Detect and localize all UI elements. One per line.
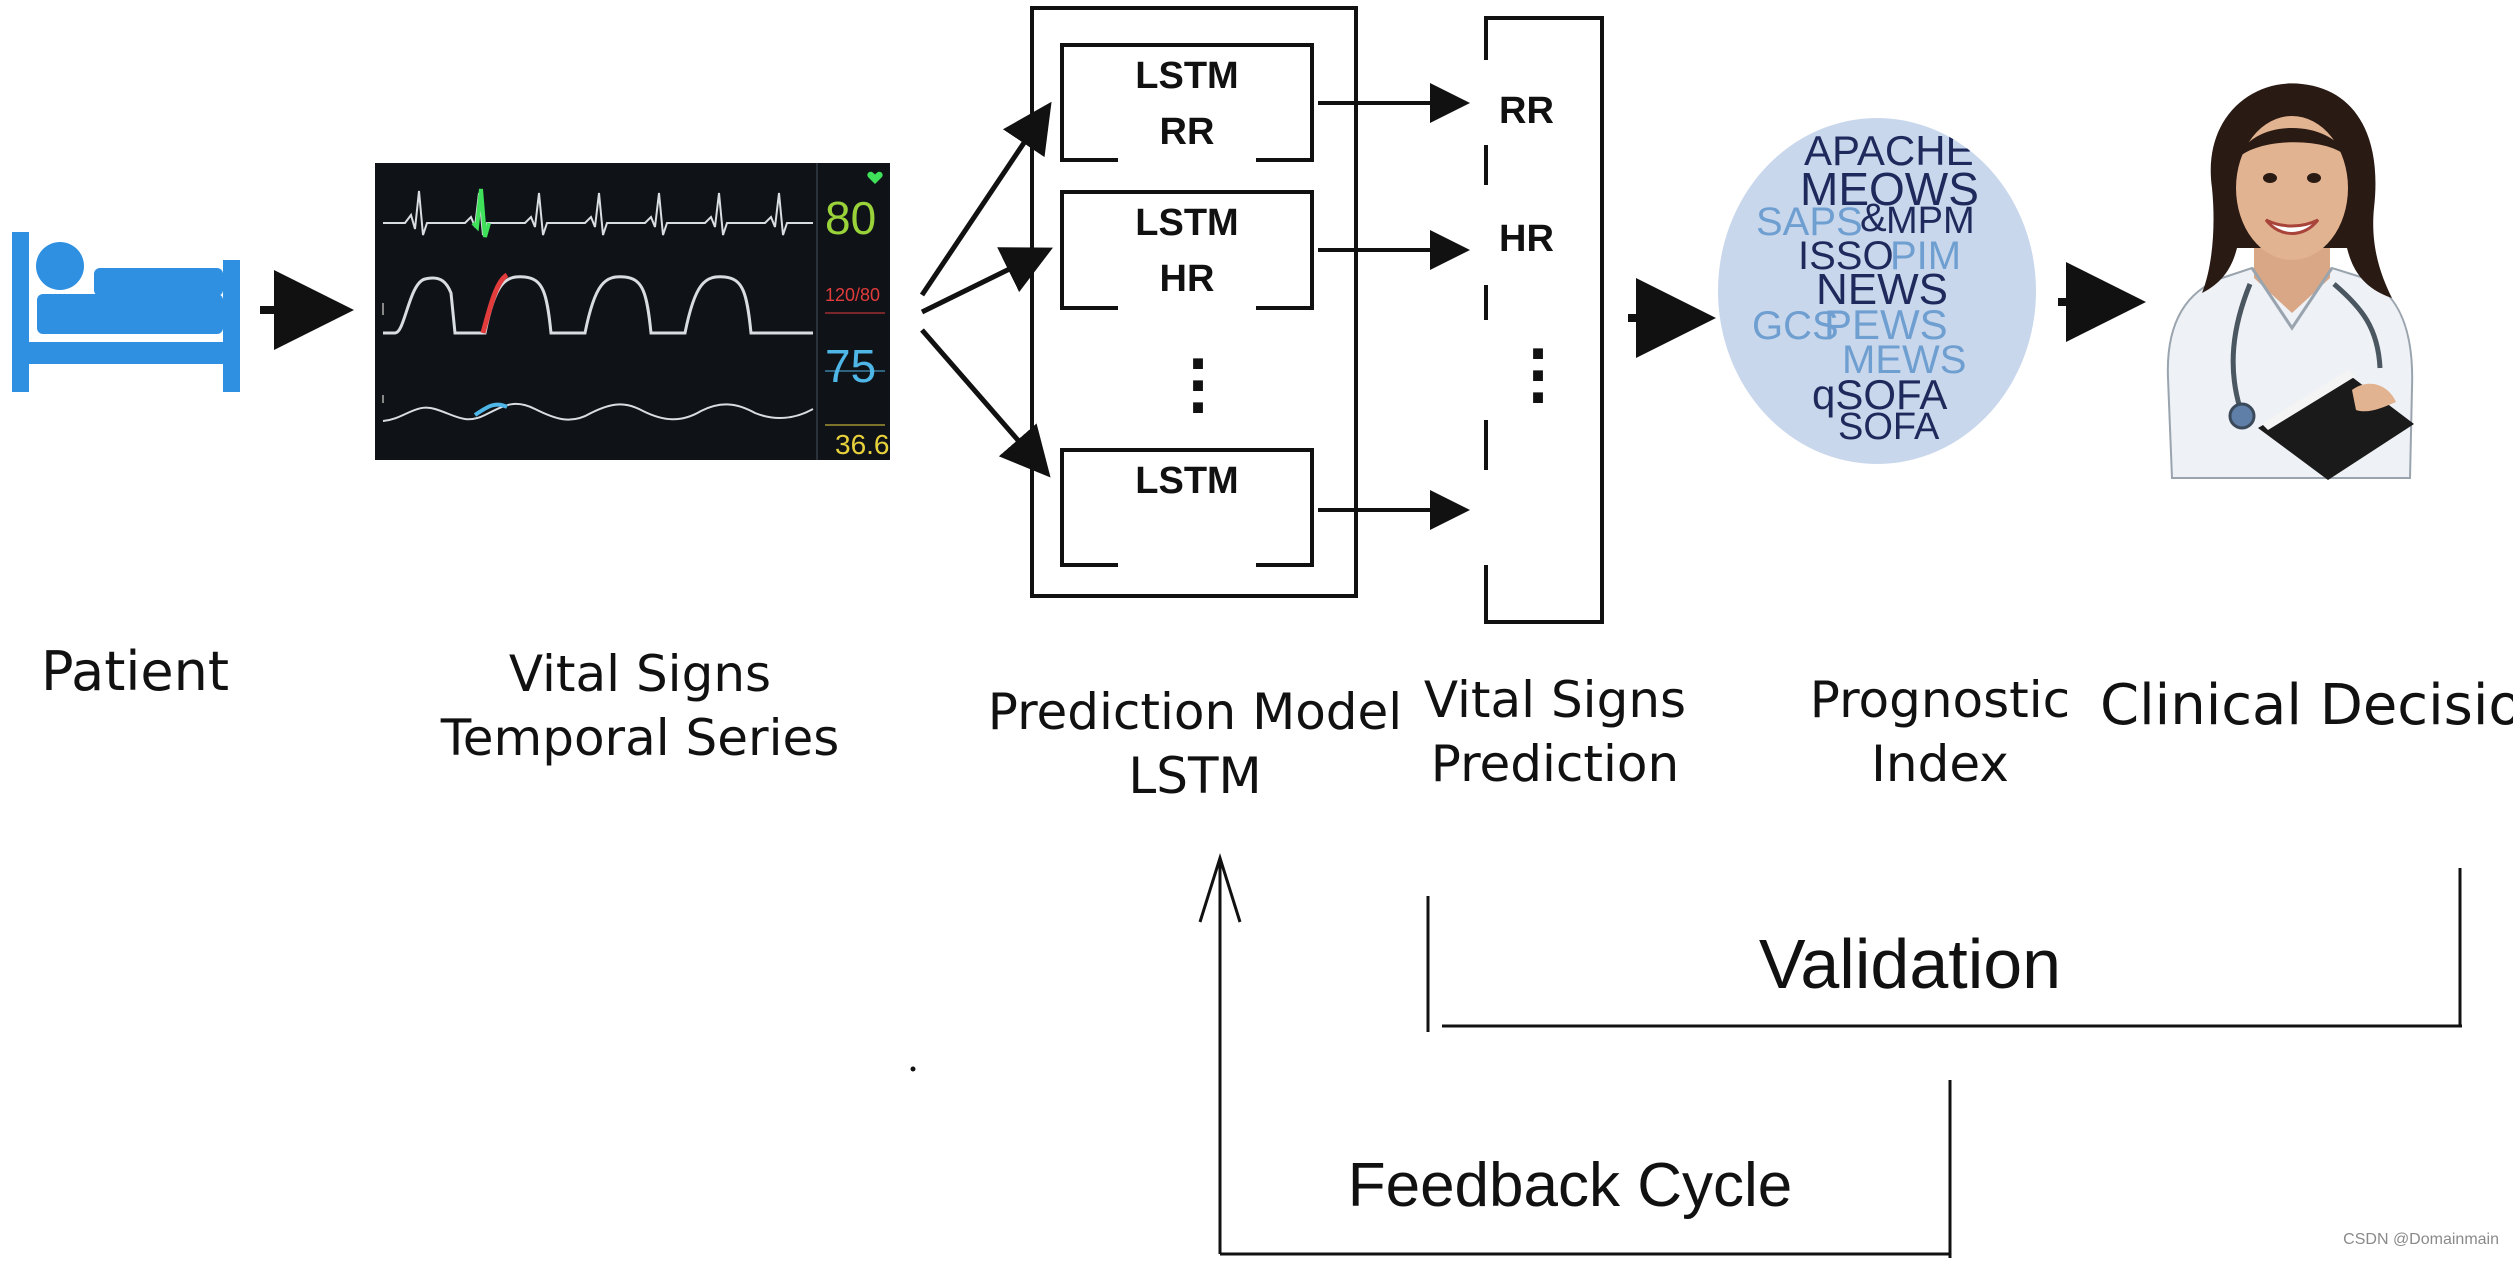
monitor-spo2-reading: 75: [825, 340, 877, 392]
validation-bracket: [1426, 868, 2462, 1032]
prognostic-index-word-cloud: APACHE MEOWS SAPS & MPM ISSO PIM NEWS GC…: [1718, 118, 2036, 464]
label-prognostic-index-line2: Index: [1871, 735, 2009, 793]
index-word-saps: SAPS: [1756, 200, 1863, 244]
lstm-box-rr-title: LSTM: [1135, 55, 1239, 97]
label-prediction-model-line1: Prediction Model: [987, 683, 1403, 741]
index-word-pews: PEWS: [1824, 301, 1948, 348]
index-word-sofa: SOFA: [1838, 406, 1940, 448]
label-vital-signs-prediction-line2: Prediction: [1430, 735, 1680, 793]
index-word-pim: PIM: [1890, 234, 1962, 278]
prediction-ellipsis: ···: [1527, 322, 1549, 431]
index-word-mpm: MPM: [1886, 200, 1975, 242]
stray-dot: [910, 1066, 916, 1072]
lstm-box-hr-signal: HR: [1159, 258, 1215, 300]
lstm-box-hr-frame: [1060, 190, 1314, 310]
index-word-isso: ISSO: [1798, 234, 1894, 278]
vital-signs-monitor: 80 120/80 75 36.6: [375, 163, 890, 460]
heart-icon: [867, 171, 883, 184]
lstm-box-hr: LSTM HR: [1062, 192, 1312, 308]
label-vital-signs-prediction-line1: Vital Signs: [1423, 671, 1687, 729]
label-vital-signs-series-line2: Temporal Series: [440, 709, 840, 767]
prediction-hr: HR: [1499, 218, 1554, 260]
arrow-fan-to-lstm-rr: [919, 101, 1052, 297]
label-prognostic-index: Prognostic Index: [1750, 668, 2130, 796]
label-vital-signs-series: Vital Signs Temporal Series: [420, 642, 860, 770]
prediction-bracket: [1484, 16, 1604, 624]
lstm-box-n-title: LSTM: [1135, 460, 1239, 502]
hospital-bed-icon: [12, 232, 240, 392]
index-word-news: NEWS: [1816, 265, 1948, 314]
label-prediction-model-line2: LSTM: [1128, 747, 1262, 805]
index-word-meows: MEOWS: [1800, 163, 1979, 215]
label-prognostic-index-line1: Prognostic: [1809, 671, 2071, 729]
label-feedback-cycle: Feedback Cycle: [1347, 1151, 1793, 1220]
prediction-rr: RR: [1499, 90, 1554, 132]
feedback-loop: [1198, 852, 1952, 1258]
lstm-box-hr-title: LSTM: [1135, 202, 1239, 244]
lstm-box-rr-frame: [1060, 43, 1314, 162]
index-word-apache: APACHE: [1804, 127, 1974, 174]
arrow-fan-to-lstm-hr: [920, 247, 1053, 315]
lstm-ellipsis: ···: [1187, 332, 1209, 441]
index-word-qsofa: qSOFA: [1812, 371, 1948, 418]
lstm-box-n-frame: [1060, 448, 1314, 567]
doctor-illustration: [2166, 83, 2414, 480]
lstm-box-rr-signal: RR: [1159, 111, 1215, 153]
index-word-ampersand: &: [1860, 196, 1887, 240]
lstm-box-rr: LSTM RR: [1062, 45, 1312, 160]
prediction-model-frame: [1030, 6, 1358, 598]
label-vital-signs-prediction: Vital Signs Prediction: [1410, 668, 1700, 796]
index-word-gcs: GCS: [1752, 304, 1839, 348]
label-patient: Patient: [40, 640, 230, 703]
label-validation: Validation: [1758, 925, 2062, 1003]
label-vital-signs-series-line1: Vital Signs: [508, 645, 772, 703]
index-word-mews: MEWS: [1842, 338, 1967, 382]
monitor-hr-reading: 80: [825, 192, 877, 244]
monitor-temp-reading: 36.6: [835, 429, 890, 460]
arrow-fan-to-lstm-n: [920, 328, 1051, 478]
lstm-box-n: LSTM: [1062, 450, 1312, 565]
label-prediction-model: Prediction Model LSTM: [985, 680, 1405, 808]
watermark: CSDN @Domainmain: [2343, 1231, 2499, 1248]
monitor-bp-reading: 120/80: [825, 285, 881, 305]
label-clinical-decision: Clinical Decision: [2100, 673, 2513, 738]
monitor-waveforms: [375, 163, 890, 460]
